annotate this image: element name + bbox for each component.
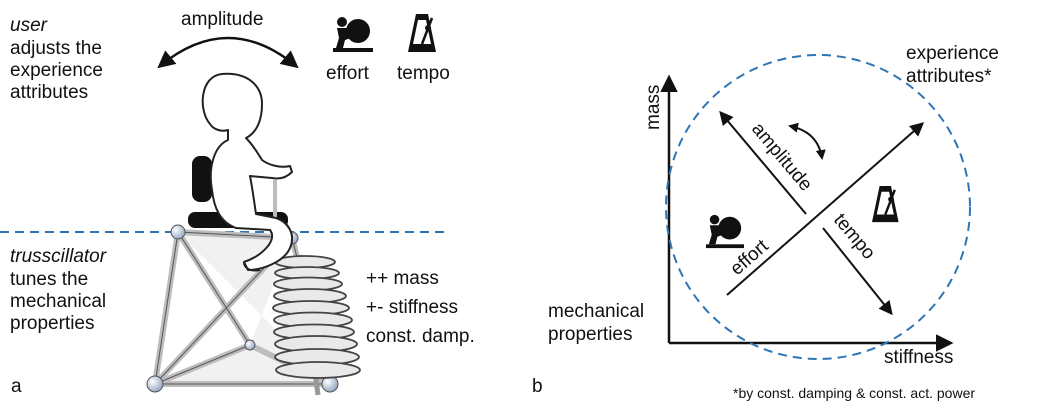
y-axis-label: mass [643,85,664,130]
truss-joint [244,339,256,351]
tempo-label-b: tempo [829,210,879,264]
spring-icon [272,254,361,396]
metronome-icon [872,186,899,223]
circle-label-line: attributes* [906,66,992,87]
amplitude-label-a: amplitude [181,9,264,30]
truss-joint [146,375,164,393]
metronome-icon [408,14,436,52]
amplitude-small-arrow [788,122,826,160]
truss-joint [170,224,186,240]
user-role-desc-line: adjusts the [10,38,102,59]
property-change: const. damp. [366,326,475,347]
effort-label-a: effort [326,63,369,84]
user-role: user [10,15,47,36]
circle-label-line: experience [906,43,999,64]
experience-circle [665,54,971,360]
panel-label-a: a [11,376,22,397]
amplitude-arrow [157,36,299,69]
machine-role: trusscillator [10,246,107,267]
property-change: ++ mass [366,268,439,289]
origin-label-line: mechanical [548,301,645,322]
effort-icon [706,214,744,249]
effort-icon [333,17,373,52]
machine-role-desc-line: tunes the [10,269,89,290]
effort-arrow [726,122,925,296]
x-axis-label: stiffness [884,347,954,368]
origin-label-line: properties [548,324,633,345]
person-silhouette-icon [201,72,294,272]
effort-label-b: effort [727,235,774,280]
machine-role-desc-line: mechanical [10,291,107,312]
panel-label-b: b [532,376,543,397]
user-role-desc-line: attributes [10,82,89,103]
tempo-label-a: tempo [397,63,450,84]
property-change: +- stiffness [366,297,459,318]
user-role-desc-line: experience [10,60,103,81]
amplitude-axis-arrow [719,110,807,215]
footnote: *by const. damping & const. act. power [733,385,976,401]
machine-role-desc-line: properties [10,313,95,334]
tempo-arrow [822,227,893,316]
